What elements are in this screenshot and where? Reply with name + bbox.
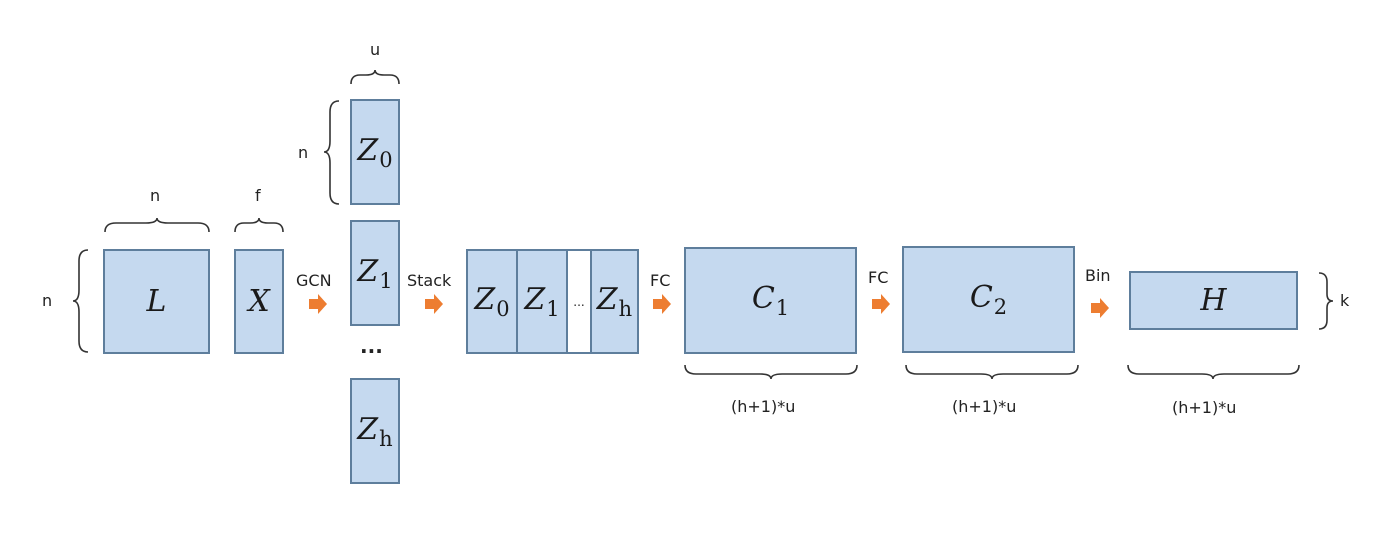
matrix-Z1-symbol: Z1 bbox=[357, 253, 393, 293]
stacked-cell-Z1: Z1 bbox=[518, 251, 568, 352]
arrow-label-stack: Stack bbox=[407, 271, 452, 290]
matrix-C2-symbol: C2 bbox=[969, 280, 1008, 319]
matrix-stacked-Z: Z0 Z1 ... Zh bbox=[466, 249, 639, 354]
matrix-Z0: Z0 bbox=[350, 99, 400, 205]
matrix-X: X bbox=[234, 249, 284, 354]
H-height-label: k bbox=[1340, 291, 1350, 310]
arrow-label-fc-2: FC bbox=[868, 268, 889, 287]
stacked-cell-Z0: Z0 bbox=[468, 251, 518, 352]
arrow-right-icon bbox=[872, 294, 890, 314]
brace-bottom-H bbox=[1127, 364, 1300, 380]
brace-top-L bbox=[104, 217, 210, 233]
brace-left-Z0 bbox=[323, 100, 340, 205]
matrix-L-symbol: L bbox=[146, 284, 167, 319]
L-height-label: n bbox=[42, 291, 53, 310]
C2-width-label: (h+1)*u bbox=[952, 397, 1017, 416]
arrow-label-bin: Bin bbox=[1085, 266, 1111, 285]
brace-bottom-C1 bbox=[684, 364, 858, 380]
stacked-cell-Zh: Zh bbox=[592, 251, 637, 352]
brace-right-H bbox=[1318, 272, 1334, 330]
brace-top-X bbox=[234, 217, 284, 233]
matrix-C1: C1 bbox=[684, 247, 857, 354]
arrow-label-gcn: GCN bbox=[296, 271, 332, 290]
matrix-Z0-symbol: Z0 bbox=[357, 132, 393, 172]
arrow-right-icon bbox=[425, 294, 443, 314]
Z0-width-label: u bbox=[370, 40, 381, 59]
matrix-Z1: Z1 bbox=[350, 220, 400, 326]
arrow-right-icon bbox=[309, 294, 327, 314]
X-width-label: f bbox=[255, 186, 261, 205]
Z0-height-label: n bbox=[298, 143, 309, 162]
matrix-L: L bbox=[103, 249, 210, 354]
L-width-label: n bbox=[150, 186, 161, 205]
H-width-label: (h+1)*u bbox=[1172, 398, 1237, 417]
matrix-H-symbol: H bbox=[1200, 283, 1227, 318]
matrix-H: H bbox=[1129, 271, 1298, 330]
brace-left-L bbox=[72, 249, 89, 353]
matrix-C1-symbol: C1 bbox=[751, 281, 790, 320]
vertical-ellipsis: ... bbox=[360, 334, 383, 358]
C1-width-label: (h+1)*u bbox=[731, 397, 796, 416]
matrix-Zh: Zh bbox=[350, 378, 400, 484]
arrow-right-icon bbox=[1091, 298, 1109, 318]
stacked-cell-ellipsis: ... bbox=[568, 251, 592, 352]
matrix-X-symbol: X bbox=[248, 284, 270, 319]
matrix-C2: C2 bbox=[902, 246, 1075, 353]
arrow-right-icon bbox=[653, 294, 671, 314]
brace-bottom-C2 bbox=[905, 364, 1079, 380]
arrow-label-fc-1: FC bbox=[650, 271, 671, 290]
brace-top-Z0 bbox=[350, 69, 400, 85]
matrix-Zh-symbol: Zh bbox=[357, 411, 393, 451]
